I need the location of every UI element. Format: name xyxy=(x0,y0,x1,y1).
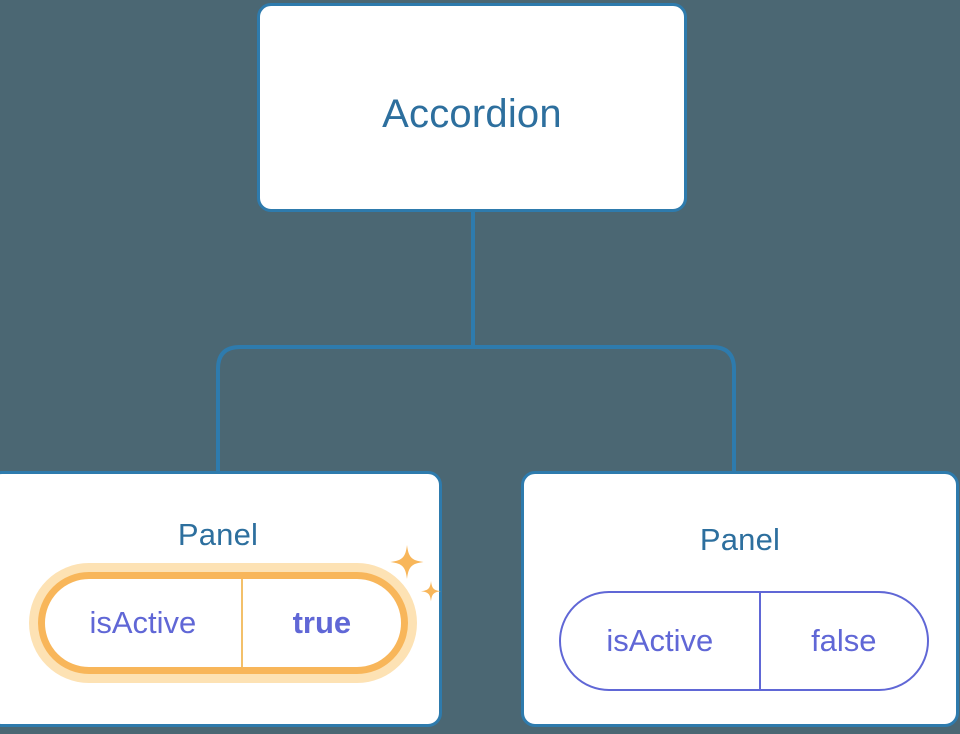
node-panel-inactive[interactable]: Panel isActive false xyxy=(521,471,959,727)
connector-branch-right xyxy=(473,345,736,473)
prop-value-label: true xyxy=(240,579,401,667)
prop-key-label: isActive xyxy=(89,605,197,640)
node-panel-active-label: Panel xyxy=(177,517,259,552)
node-panel-active[interactable]: Panel isActive true xyxy=(0,471,442,727)
node-panel-inactive-label: Panel xyxy=(699,522,781,557)
prop-pill-isactive-false[interactable]: isActive false xyxy=(559,591,929,691)
connector-branch-left xyxy=(216,345,473,473)
prop-value-label: false xyxy=(758,593,927,689)
prop-pill-wrapper-active: isActive true xyxy=(38,572,408,674)
node-accordion[interactable]: Accordion xyxy=(257,3,687,212)
node-accordion-label: Accordion xyxy=(382,92,562,136)
prop-pill-wrapper-inactive: isActive false xyxy=(559,591,929,691)
prop-pill-isactive-true[interactable]: isActive true xyxy=(38,572,408,674)
prop-key-label: isActive xyxy=(606,623,714,658)
